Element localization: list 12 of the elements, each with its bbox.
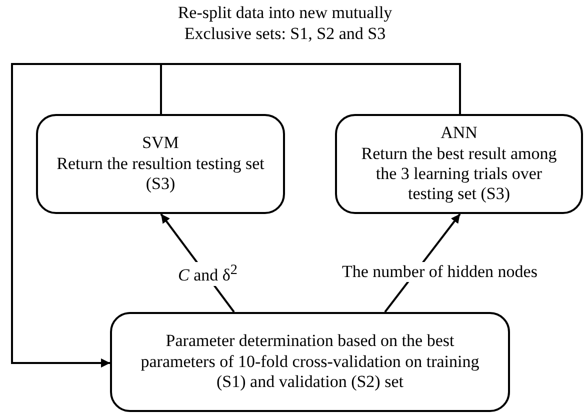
note-text: Re-split data into new mutually Exclusive sets: S1, S2 and S3 <box>176 2 394 44</box>
box-heading: SVM <box>142 133 179 154</box>
process-box <box>110 312 510 412</box>
edge-label: The number of hidden nodes <box>340 262 540 282</box>
edge-label: C and δ$^{2}$ <box>176 262 240 286</box>
box-text: Parameter determination based on the best parameters of 10-fold cross-validation on training (S1) and validation (S2) set <box>140 331 480 393</box>
box-text: Return the resultion testing set (S3) <box>56 154 266 195</box>
box-text: Return the best result among the 3 learning trials over testing set (S3) <box>360 144 558 205</box>
box-heading: ANN <box>440 123 478 144</box>
arrow <box>11 63 461 368</box>
process-box <box>36 114 285 214</box>
process-box <box>335 114 583 214</box>
